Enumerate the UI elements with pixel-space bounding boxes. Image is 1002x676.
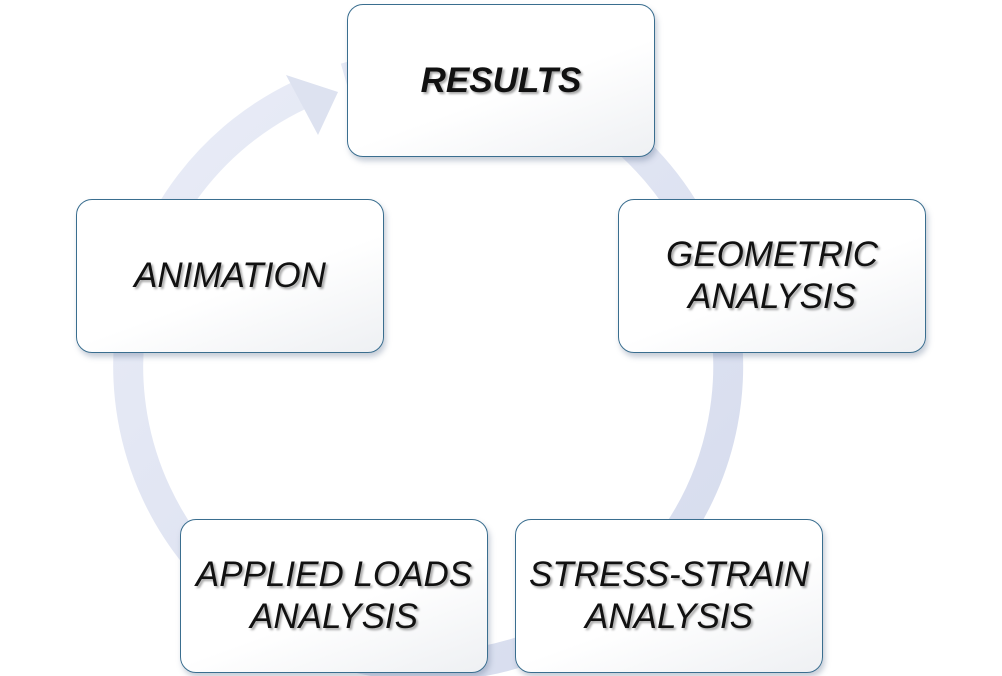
geometric-analysis-node: GEOMETRIC ANALYSIS bbox=[618, 199, 926, 353]
geometric-analysis-label: GEOMETRIC ANALYSIS bbox=[666, 235, 878, 316]
animation-node: ANIMATION bbox=[76, 199, 384, 353]
applied-loads-analysis-label: APPLIED LOADS ANALYSIS bbox=[195, 555, 473, 636]
stress-strain-analysis-label: STRESS-STRAIN ANALYSIS bbox=[528, 555, 810, 636]
results-label: RESULTS bbox=[420, 60, 582, 100]
applied-loads-analysis-node: APPLIED LOADS ANALYSIS bbox=[180, 519, 488, 673]
cycle-arrow-head bbox=[286, 75, 338, 135]
animation-label: ANIMATION bbox=[134, 256, 326, 295]
stress-strain-analysis-node: STRESS-STRAIN ANALYSIS bbox=[515, 519, 823, 673]
results-node: RESULTS bbox=[347, 4, 655, 157]
